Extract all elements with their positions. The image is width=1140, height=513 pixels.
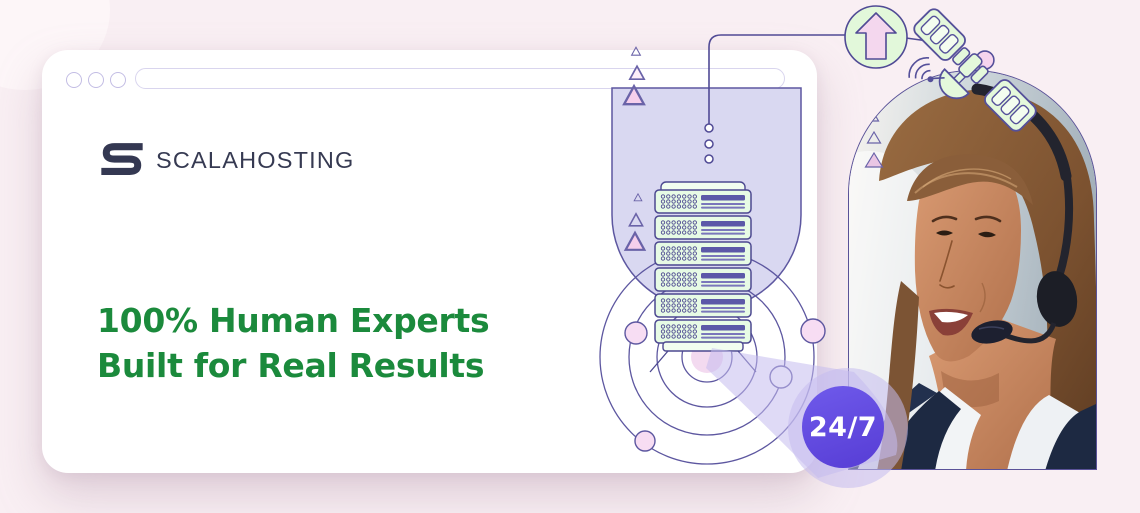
window-dot-icon bbox=[88, 72, 104, 88]
headset-earcup bbox=[1036, 271, 1078, 327]
window-dot-icon bbox=[66, 72, 82, 88]
window-control-dots bbox=[66, 72, 126, 88]
brand-logo-text: SCALAHOSTING bbox=[156, 146, 355, 173]
headset-mic bbox=[971, 320, 1013, 344]
headline: 100% Human Experts Built for Real Result… bbox=[97, 298, 577, 388]
support-agent-photo bbox=[848, 70, 1097, 470]
window-dot-icon bbox=[110, 72, 126, 88]
badge-24-7-label: 24/7 bbox=[808, 411, 878, 443]
headline-line2: Built for Real Results bbox=[97, 346, 485, 385]
headline-line1: 100% Human Experts bbox=[97, 301, 490, 340]
brand-logo: SCALAHOSTING bbox=[99, 140, 355, 180]
url-bar bbox=[135, 68, 785, 89]
browser-window-card: SCALAHOSTING 100% Human Experts Built fo… bbox=[42, 50, 817, 473]
scala-s-icon bbox=[101, 143, 143, 175]
upload-arrow-icon bbox=[844, 5, 908, 69]
badge-24-7: 24/7 bbox=[802, 386, 884, 468]
support-agent-art bbox=[849, 71, 1096, 469]
